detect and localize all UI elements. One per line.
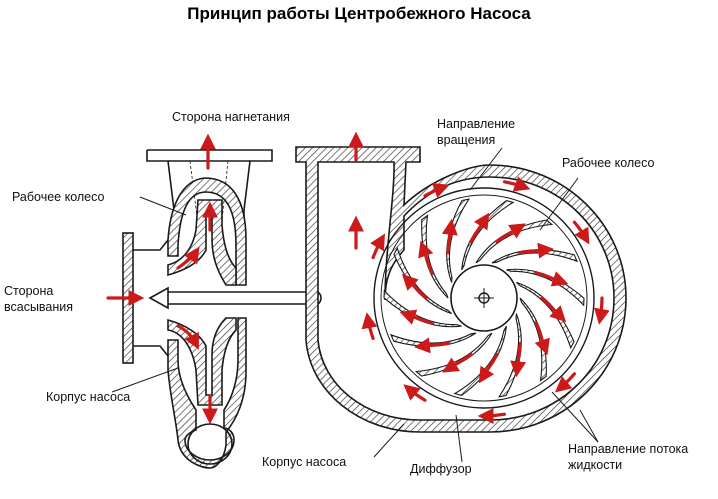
impeller-flow-arrow xyxy=(478,352,499,384)
label-impeller-left: Рабочее колесо xyxy=(12,190,105,204)
impeller-blade xyxy=(453,325,507,396)
page-title: Принцип работы Центробежного Насоса xyxy=(187,4,531,23)
impeller-flow-arrow xyxy=(540,296,567,323)
label-rotation-dir-2: вращения xyxy=(437,133,496,147)
pump-shaft xyxy=(168,291,322,305)
impeller-flow-arrow xyxy=(469,212,490,244)
volute-flow-arrow xyxy=(403,384,427,402)
volute-flow-arrow xyxy=(370,233,386,260)
flow-arrows xyxy=(106,131,610,425)
impeller-blade xyxy=(475,219,554,264)
impeller-flow-arrow xyxy=(510,341,527,378)
label-suction-side-2: всасывания xyxy=(4,300,74,314)
right-impeller-hub xyxy=(450,264,518,332)
volute-flow-arrow xyxy=(593,296,610,325)
impeller-flow-arrow xyxy=(442,353,473,373)
volute-flow-arrow xyxy=(477,407,507,424)
label-impeller-right: Рабочее колесо xyxy=(562,156,655,170)
leader-lines xyxy=(111,147,599,463)
impeller-flow-arrow xyxy=(495,223,526,243)
label-discharge-side: Сторона нагнетания xyxy=(172,110,290,124)
impeller-blade xyxy=(461,200,515,271)
impeller-flow-arrow xyxy=(418,240,434,275)
impeller-flow-arrow xyxy=(399,309,434,325)
label-casing-right: Корпус насоса xyxy=(262,455,347,469)
volute-view xyxy=(295,146,627,433)
right-casing xyxy=(295,146,627,433)
label-diffuser: Диффузор xyxy=(410,462,472,476)
label-rotation-dir-1: Направление xyxy=(437,117,516,131)
label-casing-left: Корпус насоса xyxy=(46,390,131,404)
volute-flow-arrow xyxy=(502,176,531,192)
volute-flow-arrow xyxy=(572,220,590,245)
impeller-blade xyxy=(497,313,522,398)
impeller-flow-arrow xyxy=(534,271,569,287)
impeller-flow-arrow xyxy=(518,242,555,259)
volute-flow-arrow xyxy=(554,372,576,393)
impeller-blade xyxy=(491,249,579,264)
impeller-blade xyxy=(393,246,452,315)
impeller-blade xyxy=(446,198,471,283)
label-suction-side-1: Сторона xyxy=(4,284,54,298)
impeller-flow-arrow xyxy=(441,218,458,255)
impeller-flow-arrow xyxy=(534,321,550,356)
label-flow-dir-2: жидкости xyxy=(568,458,623,472)
side-section-view xyxy=(122,149,322,469)
label-flow-dir-1: Направление потока xyxy=(568,442,689,456)
impeller-flow-arrow xyxy=(401,273,428,300)
impeller-flow-arrow xyxy=(413,337,450,354)
impeller-blade xyxy=(516,281,575,350)
volute-flow-arrow xyxy=(423,182,450,198)
impeller-blade xyxy=(414,332,493,377)
impeller-blade xyxy=(389,332,477,347)
volute-flow-arrow xyxy=(361,312,378,340)
